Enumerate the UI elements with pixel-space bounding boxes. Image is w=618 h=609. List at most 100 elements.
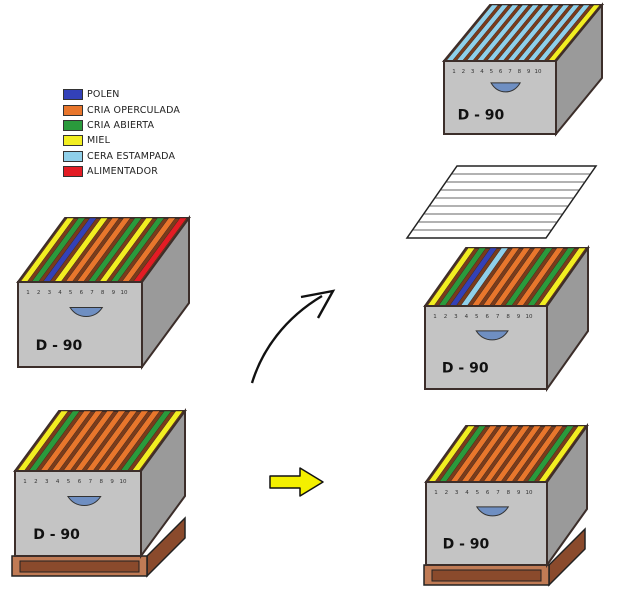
frame-number: 8 [506, 314, 510, 320]
frame-number: 3 [455, 490, 459, 496]
frame-number: 5 [476, 490, 480, 496]
box-front [17, 281, 143, 368]
legend-label-cria-operculada: CRIA OPERCULADA [87, 104, 181, 116]
legend-swatch-cera-estampada [63, 150, 83, 162]
box-label: D - 90 [33, 527, 80, 543]
legend-item-miel: MIEL [63, 133, 180, 148]
legend-label-cria-abierta: CRIA ABIERTA [87, 119, 155, 131]
frame-number: 2 [444, 314, 448, 320]
frame-number: 5 [475, 314, 479, 320]
frame-number: 8 [101, 290, 105, 296]
frame-number: 8 [507, 490, 511, 496]
frame-number: 4 [480, 69, 484, 75]
frame-number: 9 [517, 490, 521, 496]
frame-number: 4 [465, 314, 469, 320]
frame-number: 10 [535, 69, 542, 75]
frame-number: 7 [496, 490, 500, 496]
legend-item-cria-abierta: CRIA ABIERTA [63, 118, 180, 133]
frame-number: 10 [120, 479, 127, 485]
frame-number: 2 [445, 490, 449, 496]
legend-item-cera-estampada: CERA ESTAMPADA [63, 149, 180, 164]
frame-number: 10 [526, 490, 533, 496]
frame-number: 4 [58, 290, 62, 296]
frame-number: 9 [110, 479, 114, 485]
frame-number: 7 [90, 290, 94, 296]
legend-label-alimentador: ALIMENTADOR [87, 166, 159, 178]
handle-icon [490, 82, 522, 93]
frame-number: 1 [433, 314, 437, 320]
legend: POLEN CRIA OPERCULADA CRIA ABIERTA MIEL … [63, 87, 180, 179]
frame-number: 9 [112, 290, 116, 296]
frame-number: 5 [69, 290, 73, 296]
yellow-arrow-shape [269, 467, 324, 497]
frame-number: 6 [78, 479, 82, 485]
legend-label-cera-estampada: CERA ESTAMPADA [87, 150, 176, 162]
box-label: D - 90 [458, 107, 505, 123]
frame-number: 5 [67, 479, 71, 485]
frame-number: 10 [121, 290, 128, 296]
handle-icon [66, 496, 102, 507]
legend-swatch-miel [63, 135, 83, 147]
frame-number: 2 [462, 69, 466, 75]
queen-excluder [405, 165, 598, 239]
frame-number: 2 [34, 479, 38, 485]
frame-number: 4 [465, 490, 469, 496]
frame-number: 3 [45, 479, 49, 485]
box-label: D - 90 [443, 536, 490, 552]
legend-label-polen: POLEN [87, 89, 120, 101]
handle-icon [69, 307, 104, 318]
box-front [443, 60, 557, 135]
frame-number: 6 [485, 314, 489, 320]
pallet-opening [431, 569, 542, 582]
frame-number: 6 [499, 69, 503, 75]
box-front [425, 481, 548, 566]
legend-swatch-polen [63, 89, 83, 101]
handle-icon [475, 506, 510, 517]
legend-swatch-cria-operculada [63, 104, 83, 116]
pallet-opening [19, 560, 140, 573]
frame-number: 1 [23, 479, 27, 485]
frame-number: 9 [527, 69, 531, 75]
handle-icon [475, 330, 509, 341]
frame-number: 10 [526, 314, 533, 320]
curved-arrow-icon [250, 294, 323, 384]
box-label: D - 90 [36, 338, 83, 354]
frame-number: 4 [56, 479, 60, 485]
legend-swatch-alimentador [63, 166, 83, 178]
frame-number: 2 [37, 290, 41, 296]
right-bottom-pallet [423, 527, 586, 587]
frame-number: 7 [508, 69, 512, 75]
frame-number: 1 [434, 490, 438, 496]
box-label: D - 90 [442, 360, 489, 376]
frame-number: 3 [454, 314, 458, 320]
legend-label-miel: MIEL [87, 135, 111, 147]
left-lower-pallet [11, 516, 186, 578]
curved-arrow-head-icon [300, 289, 336, 319]
frame-number: 7 [89, 479, 93, 485]
frame-number: 6 [486, 490, 490, 496]
legend-swatch-cria-abierta [63, 119, 83, 131]
frame-number: 3 [48, 290, 52, 296]
legend-item-polen: POLEN [63, 87, 180, 102]
frame-number: 8 [518, 69, 522, 75]
frame-number: 8 [99, 479, 103, 485]
frame-number: 1 [26, 290, 30, 296]
box-front [424, 305, 548, 390]
box-front [14, 470, 142, 557]
frame-number: 5 [490, 69, 494, 75]
frame-number: 9 [517, 314, 521, 320]
frame-number: 1 [452, 69, 456, 75]
frame-number: 6 [80, 290, 84, 296]
legend-item-alimentador: ALIMENTADOR [63, 164, 180, 179]
frame-number: 3 [471, 69, 475, 75]
frame-number: 7 [496, 314, 500, 320]
legend-item-cria-operculada: CRIA OPERCULADA [63, 102, 180, 117]
excluder-plate [405, 165, 598, 239]
yellow-arrow-icon [269, 467, 324, 497]
